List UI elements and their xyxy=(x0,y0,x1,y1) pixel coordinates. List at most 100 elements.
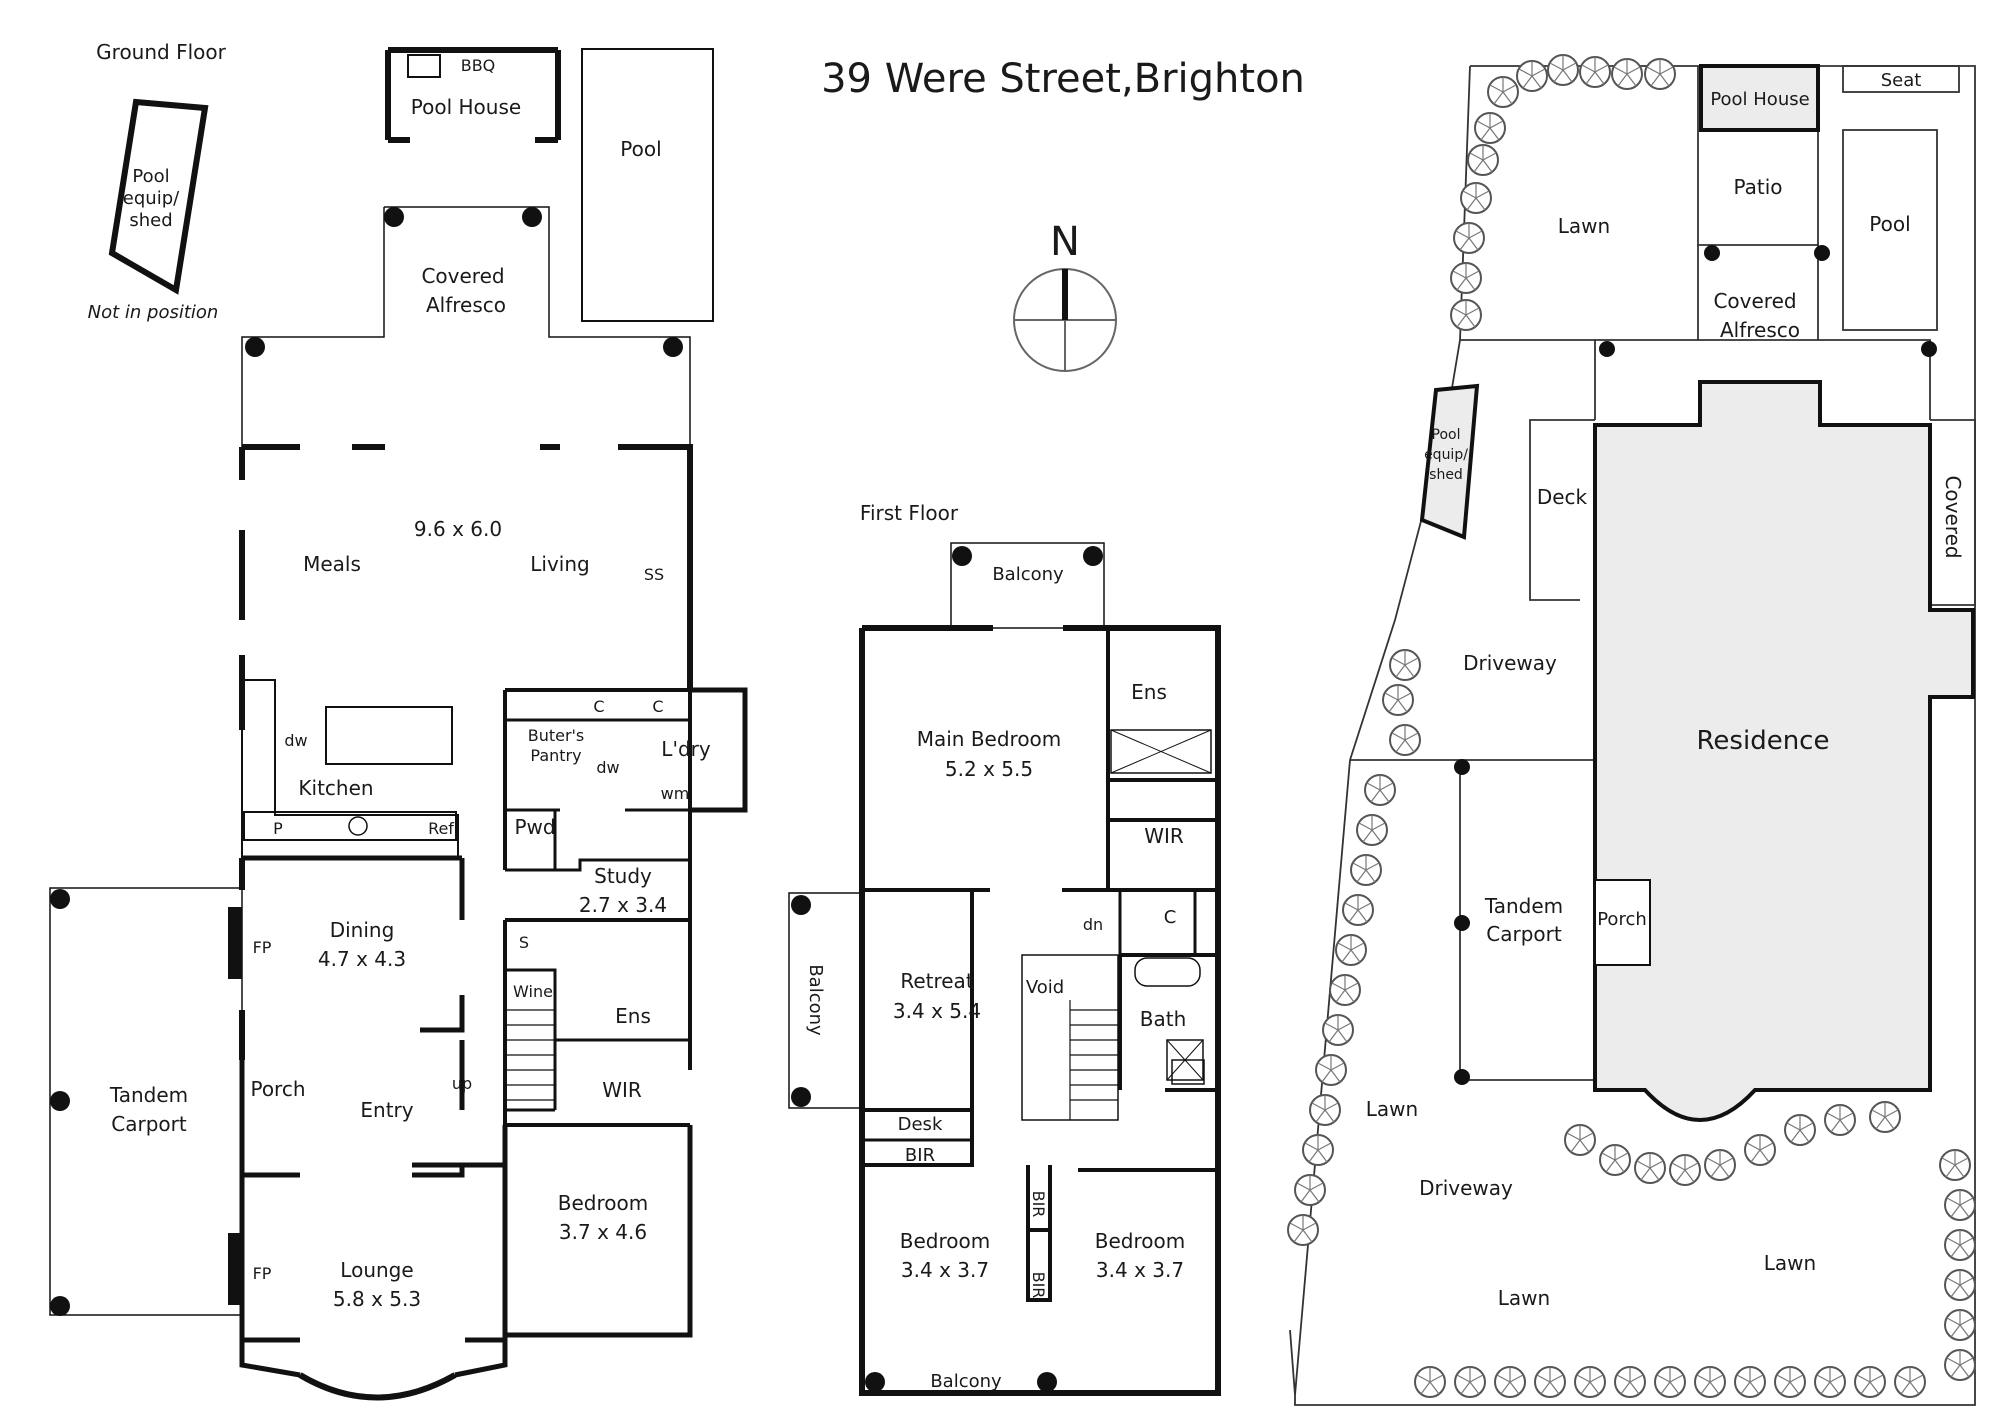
site-residence-label: Residence xyxy=(1697,726,1830,756)
ground-pool-label: Pool xyxy=(620,137,661,161)
ground-ens-label: Ens xyxy=(615,1004,651,1028)
compass-north-label: N xyxy=(1050,219,1080,265)
bbq-label: BBQ xyxy=(461,56,496,75)
ground-shed-label-3: shed xyxy=(129,210,172,231)
pantry-dw-label: dw xyxy=(596,758,619,777)
meals-label: Meals xyxy=(303,552,361,576)
first-floor-posts xyxy=(791,546,1103,1392)
ref-label: Ref xyxy=(428,819,454,838)
void-label: Void xyxy=(1026,977,1064,998)
site-shed-label-1: Pool xyxy=(1432,427,1461,443)
ground-wir-label: WIR xyxy=(602,1078,642,1102)
pantry-p-label: P xyxy=(273,819,283,838)
site-seat-label: Seat xyxy=(1881,70,1922,91)
bedroom-3-dims-label: 3.4 x 3.7 xyxy=(1096,1258,1184,1282)
site-shed-box xyxy=(1419,383,1480,540)
cupboard-c1-label: C xyxy=(593,697,604,716)
site-posts xyxy=(1454,245,1937,1085)
site-shed-label-2: equip/ xyxy=(1424,447,1468,463)
first-floor-heading: First Floor xyxy=(860,501,959,525)
balcony-bottom-label: Balcony xyxy=(930,1371,1002,1392)
wm-label: wm xyxy=(661,784,690,803)
wine-label: Wine xyxy=(513,982,553,1001)
site-plan xyxy=(1289,65,1976,1406)
site-porch-label: Porch xyxy=(1597,909,1647,930)
cupboard-c2-label: C xyxy=(652,697,663,716)
fireplace-1-label: FP xyxy=(253,938,272,957)
page-title: 39 Were Street,Brighton xyxy=(821,56,1305,102)
ground-carport-label-1: Tandem xyxy=(109,1083,188,1107)
ss-label: SS xyxy=(644,565,664,584)
ground-carport-label-2: Carport xyxy=(111,1112,187,1136)
site-lawn-right-label: Lawn xyxy=(1764,1251,1816,1275)
butlers-pantry-label-1: Buter's xyxy=(528,726,585,745)
pool-outline xyxy=(581,48,714,322)
ground-carport-outline xyxy=(49,887,243,1316)
stairs-up-label: up xyxy=(452,1074,472,1093)
lounge-label: Lounge xyxy=(340,1258,413,1282)
ground-alfresco-label-1: Covered xyxy=(421,264,504,288)
bir-2-label: BIR xyxy=(1029,1191,1048,1218)
ground-pool-house-label: Pool House xyxy=(411,95,521,119)
site-lawn-mid-label: Lawn xyxy=(1498,1286,1550,1310)
ground-bedroom-label: Bedroom xyxy=(558,1191,648,1215)
not-in-position-note: Not in position xyxy=(88,302,219,323)
main-bedroom-dims-label: 5.2 x 5.5 xyxy=(945,757,1033,781)
retreat-dims-label: 3.4 x 5.4 xyxy=(893,999,981,1023)
bir-1-label: BIR xyxy=(905,1145,935,1166)
site-pool-label: Pool xyxy=(1869,212,1910,236)
pool-shed-outline xyxy=(108,98,209,295)
site-driveway-bottom-label: Driveway xyxy=(1419,1176,1513,1200)
balcony-top-label: Balcony xyxy=(992,564,1064,585)
compass: N xyxy=(1013,219,1117,372)
kitchen-dw-label: dw xyxy=(284,731,307,750)
site-covered-label: Covered xyxy=(1941,475,1965,558)
site-alfresco-label-2: Alfresco xyxy=(1720,318,1800,342)
bedroom-2-dims-label: 3.4 x 3.7 xyxy=(901,1258,989,1282)
fireplace-2-label: FP xyxy=(253,1264,272,1283)
residence-footprint xyxy=(1593,380,1975,1122)
first-c-label: C xyxy=(1164,907,1177,928)
ground-porch-label: Porch xyxy=(250,1077,305,1101)
study-label: Study xyxy=(594,864,652,888)
powder-room-label: Pwd xyxy=(514,815,555,839)
site-patio-label: Patio xyxy=(1733,175,1782,199)
site-lawn-left-label: Lawn xyxy=(1366,1097,1418,1121)
desk-label: Desk xyxy=(898,1114,943,1135)
site-pool-house-label: Pool House xyxy=(1710,89,1809,110)
main-bedroom-label: Main Bedroom xyxy=(917,727,1062,751)
dining-dims-label: 4.7 x 4.3 xyxy=(318,947,406,971)
site-shed-label-3: shed xyxy=(1429,467,1463,483)
bedroom-3-label: Bedroom xyxy=(1095,1229,1185,1253)
site-deck-label: Deck xyxy=(1537,485,1588,509)
living-dims-label: 9.6 x 6.0 xyxy=(414,517,502,541)
ground-floor-posts xyxy=(50,207,683,1316)
site-lawn-top-label: Lawn xyxy=(1558,214,1610,238)
s-label: S xyxy=(519,933,529,952)
stairs-dn-label: dn xyxy=(1083,915,1103,934)
study-dims-label: 2.7 x 3.4 xyxy=(579,893,667,917)
site-carport-label-2: Carport xyxy=(1486,922,1562,946)
site-carport-label-1: Tandem xyxy=(1484,894,1563,918)
site-alfresco-label-1: Covered xyxy=(1713,289,1796,313)
ground-floor-plan xyxy=(49,47,748,1401)
bath-label: Bath xyxy=(1140,1007,1187,1031)
ground-bedroom-dims-label: 3.7 x 4.6 xyxy=(559,1220,647,1244)
ground-shed-label-2: equip/ xyxy=(123,188,180,209)
dining-label: Dining xyxy=(330,918,395,942)
entry-label: Entry xyxy=(360,1098,413,1122)
first-wir-label: WIR xyxy=(1144,824,1184,848)
retreat-label: Retreat xyxy=(900,969,973,993)
site-driveway-top-label: Driveway xyxy=(1463,651,1557,675)
laundry-label: L'dry xyxy=(661,737,711,761)
site-pool-house-box xyxy=(1699,64,1820,132)
balcony-side-label: Balcony xyxy=(805,964,826,1036)
lounge-dims-label: 5.8 x 5.3 xyxy=(333,1287,421,1311)
first-ens-label: Ens xyxy=(1131,680,1167,704)
kitchen-label: Kitchen xyxy=(298,776,373,800)
first-floor-plan xyxy=(788,542,1221,1396)
bir-3-label: BIR xyxy=(1029,1272,1048,1299)
living-label: Living xyxy=(530,552,589,576)
bedroom-2-label: Bedroom xyxy=(900,1229,990,1253)
